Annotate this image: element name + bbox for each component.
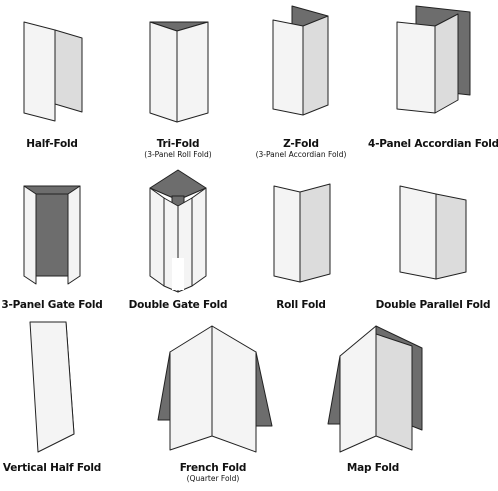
caption-title: Map Fold bbox=[346, 462, 400, 474]
caption-title: Roll Fold bbox=[276, 299, 326, 311]
tri-fold-illustration bbox=[149, 21, 209, 123]
caption-title: Double Parallel Fold bbox=[375, 299, 491, 311]
caption-subtitle: (3-Panel Accordian Fold) bbox=[255, 150, 347, 160]
double-parallel-fold-illustration bbox=[399, 185, 467, 280]
four-panel-accordian-fold-illustration bbox=[396, 5, 471, 114]
caption-half-fold: Half-Fold bbox=[0, 138, 117, 150]
caption-double-parallel-fold: Double Parallel Fold bbox=[368, 299, 498, 311]
caption-roll-fold: Roll Fold bbox=[236, 299, 366, 311]
roll-fold-illustration bbox=[273, 183, 331, 283]
caption-map-fold: Map Fold bbox=[308, 462, 438, 474]
caption-double-gate-fold: Double Gate Fold bbox=[113, 299, 243, 311]
caption-title: Half-Fold bbox=[26, 138, 78, 150]
map-fold-illustration bbox=[327, 325, 423, 453]
caption-title: Vertical Half Fold bbox=[2, 462, 102, 474]
caption-subtitle: (3-Panel Roll Fold) bbox=[144, 150, 212, 160]
french-fold-illustration bbox=[157, 325, 273, 453]
three-panel-gate-fold-illustration bbox=[23, 185, 81, 285]
caption-title: 4-Panel Accordian Fold bbox=[368, 138, 498, 150]
caption-three-panel-gate-fold: 3-Panel Gate Fold bbox=[0, 299, 117, 311]
z-fold-illustration bbox=[272, 5, 329, 116]
double-gate-fold-illustration bbox=[149, 169, 207, 293]
half-fold-illustration bbox=[23, 21, 83, 122]
caption-subtitle: (Quarter Fold) bbox=[186, 474, 240, 484]
caption-title: Tri-Fold bbox=[156, 138, 200, 150]
caption-title: 3-Panel Gate Fold bbox=[1, 299, 103, 311]
caption-title: Double Gate Fold bbox=[128, 299, 228, 311]
caption-tri-fold: Tri-Fold (3-Panel Roll Fold) bbox=[113, 138, 243, 160]
caption-vertical-half-fold: Vertical Half Fold bbox=[0, 462, 117, 474]
vertical-half-fold-illustration bbox=[29, 321, 75, 453]
caption-title: Z-Fold bbox=[283, 138, 319, 150]
caption-french-fold: French Fold (Quarter Fold) bbox=[148, 462, 278, 484]
caption-four-panel-accordian-fold: 4-Panel Accordian Fold bbox=[368, 138, 498, 150]
caption-title: French Fold bbox=[179, 462, 247, 474]
caption-z-fold: Z-Fold (3-Panel Accordian Fold) bbox=[236, 138, 366, 160]
